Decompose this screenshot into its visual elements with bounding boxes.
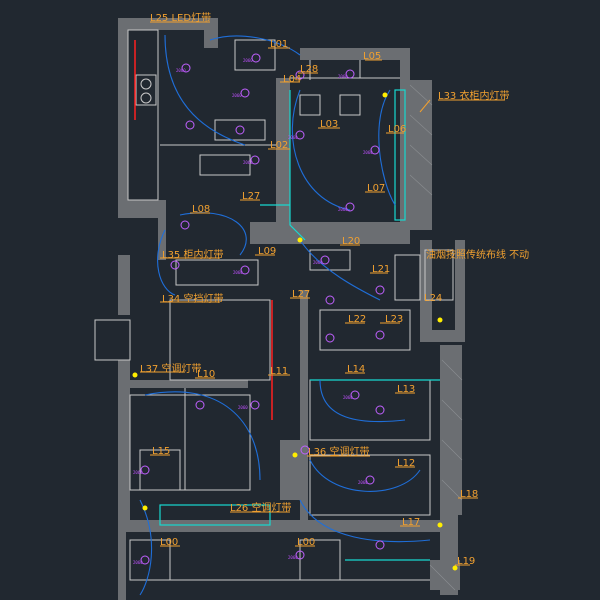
circuit-label: L28: [300, 64, 318, 75]
circuit-label: L34 空挡灯带: [162, 292, 223, 305]
circuit-label: L37 空调灯带: [140, 362, 201, 375]
circuit-label: L02: [270, 140, 288, 151]
circuit-label: L15: [152, 446, 170, 457]
interior-lines: [94, 29, 454, 581]
svg-text:2060: 2060: [338, 207, 348, 212]
circuit-label: L35 柜内灯带: [162, 248, 223, 261]
circuit-label: L01: [270, 39, 288, 50]
light-fixtures: [140, 53, 385, 565]
circuit-label: L20: [342, 236, 360, 247]
fixture-tags: 2060 2060 2060 2060 2060 2060 2060 2060 …: [133, 58, 373, 565]
circuit-label: L19: [457, 556, 475, 567]
circuit-label: L27: [292, 289, 310, 300]
svg-text:2060: 2060: [243, 58, 253, 63]
circuit-label: L36 空调灯带: [308, 445, 369, 458]
wiring: [139, 34, 431, 596]
svg-text:2060: 2060: [288, 135, 298, 140]
circuit-label: L05: [363, 51, 381, 62]
circuit-label: L12: [397, 458, 415, 469]
circuit-label: L22: [348, 314, 366, 325]
circuit-label: L25 LED灯带: [150, 12, 211, 24]
svg-text:2060: 2060: [133, 470, 143, 475]
circuit-label: L06: [388, 124, 406, 135]
svg-text:2060: 2060: [176, 68, 186, 73]
circuit-label: L24: [424, 293, 442, 304]
circuit-label: L09: [258, 246, 276, 257]
svg-text:2060: 2060: [338, 74, 348, 79]
circuit-label: L17: [402, 517, 420, 528]
circuit-label: L21: [372, 264, 390, 275]
svg-text:2060: 2060: [133, 560, 143, 565]
red-accents: [134, 40, 273, 420]
switch-markers: [132, 92, 458, 571]
circuit-label: L07: [367, 183, 385, 194]
circuit-label: L33 衣柜内灯带: [438, 89, 509, 102]
svg-text:2060: 2060: [232, 93, 242, 98]
svg-text:2060: 2060: [238, 405, 248, 410]
circuit-label: L00: [297, 537, 315, 548]
circuit-label: L13: [397, 384, 415, 395]
circuit-label: L11: [270, 366, 288, 377]
svg-text:2060: 2060: [313, 260, 323, 265]
circuit-label: L03: [320, 119, 338, 130]
svg-text:2060: 2060: [343, 395, 353, 400]
leader-lines: [140, 21, 505, 566]
circuit-label: 油烟按照传统布线 不动: [426, 248, 529, 261]
circuit-label: L26 空调灯带: [230, 501, 291, 514]
circuit-label: L23: [385, 314, 403, 325]
svg-text:2060: 2060: [363, 150, 373, 155]
circuit-label: L08: [192, 204, 210, 215]
walls: [118, 18, 465, 600]
svg-text:2060: 2060: [243, 160, 253, 165]
led-strip-lines: [159, 89, 440, 561]
svg-text:2060: 2060: [233, 270, 243, 275]
circuit-label: L18: [460, 489, 478, 500]
circuit-label: L00: [160, 537, 178, 548]
circuit-label: L14: [347, 364, 365, 375]
circuit-label: L10: [197, 369, 215, 380]
svg-text:2060: 2060: [358, 480, 368, 485]
circuit-label: L27: [242, 191, 260, 202]
svg-text:2060: 2060: [288, 555, 298, 560]
circuit-label: L04: [283, 74, 301, 85]
